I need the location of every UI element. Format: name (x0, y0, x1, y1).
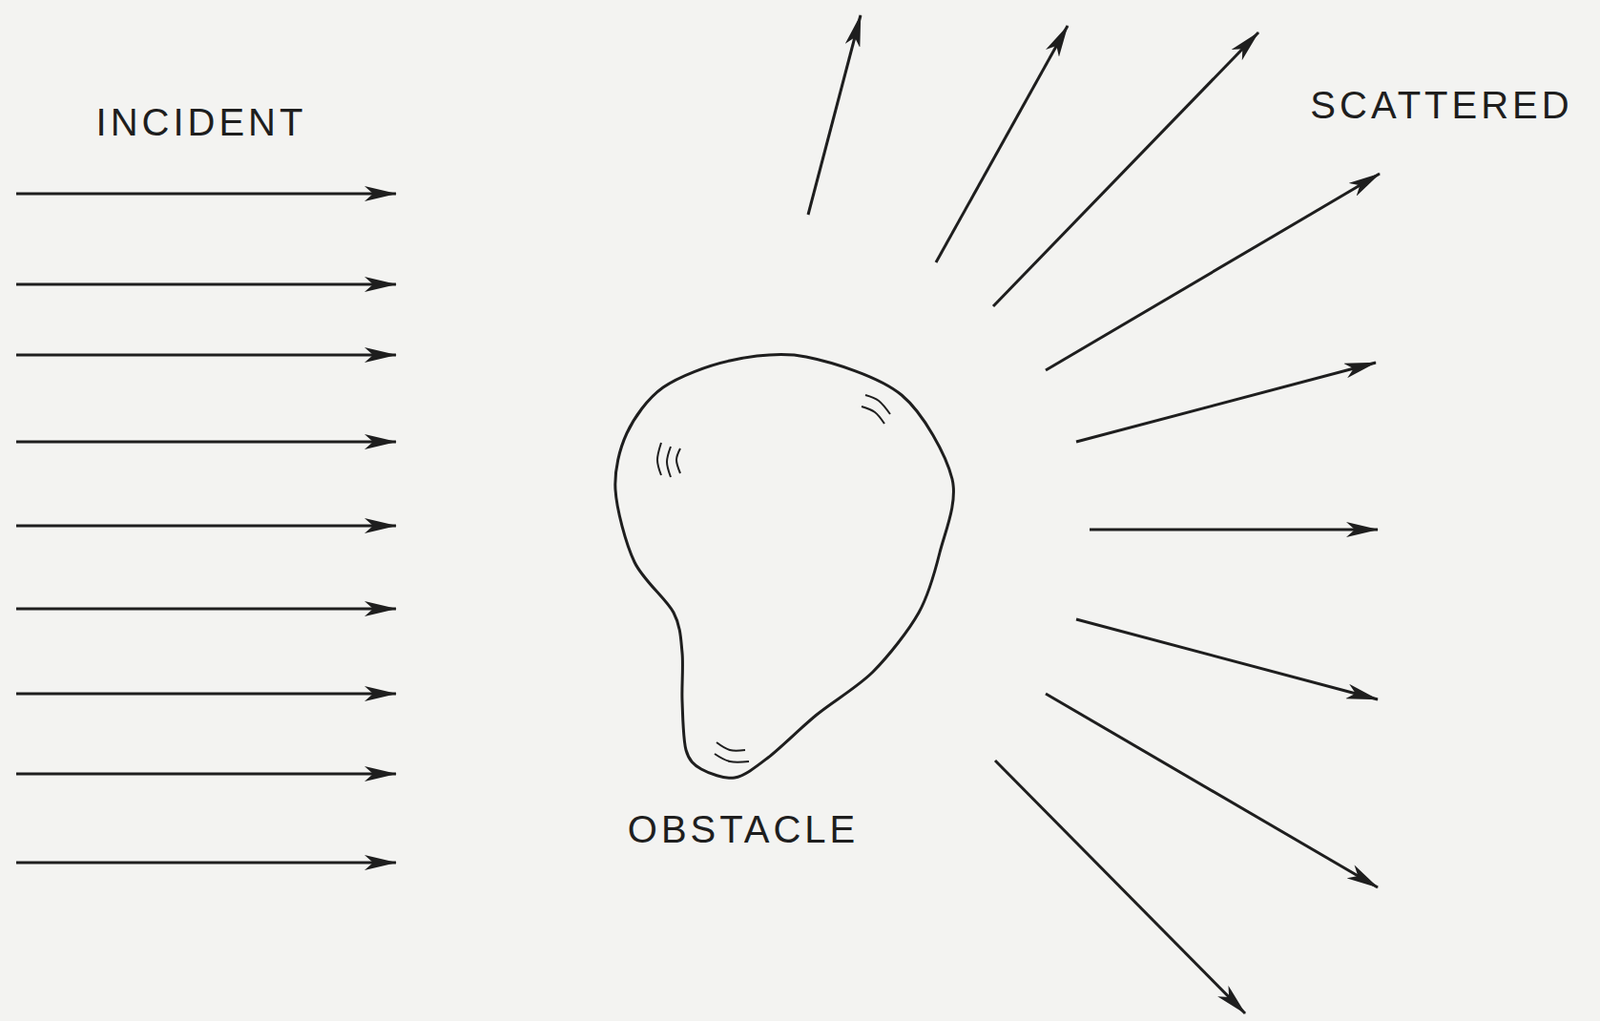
scattered-arrow (1045, 693, 1378, 888)
incident-arrow (16, 524, 396, 528)
obstacle-border (615, 354, 955, 779)
highlight-mark (865, 394, 891, 415)
incident-arrow (16, 692, 396, 696)
scattered-arrow (935, 25, 1068, 263)
scattered-arrow (993, 32, 1259, 307)
scattered-arrow (995, 760, 1246, 1014)
scattered-arrow (1045, 173, 1380, 371)
incident-arrow (16, 861, 396, 865)
incident-arrow (16, 192, 396, 196)
incident-arrow (16, 353, 396, 357)
caption-label: SCATTERED (1309, 85, 1573, 125)
scattered-arrow (808, 15, 861, 215)
incident-arrow (16, 607, 396, 611)
incident-arrow (16, 772, 396, 776)
highlight-mark (666, 446, 671, 478)
obstacle-label: OBSTACLE (615, 810, 872, 849)
incident-arrow (16, 283, 396, 287)
incident-arrow (16, 440, 396, 444)
caption-label: INCIDENT (96, 103, 308, 142)
highlight-mark (861, 406, 885, 424)
scattered-arrow (1089, 528, 1378, 532)
highlight-mark (676, 448, 681, 474)
obstacle-outline (615, 356, 953, 778)
scattered-arrow (1076, 619, 1378, 700)
highlight-mark (657, 442, 662, 476)
highlight-mark (714, 753, 749, 763)
highlight-mark (716, 742, 746, 751)
obstacle-shape: OBSTACLE (615, 356, 953, 849)
scattered-arrow (1076, 362, 1376, 442)
